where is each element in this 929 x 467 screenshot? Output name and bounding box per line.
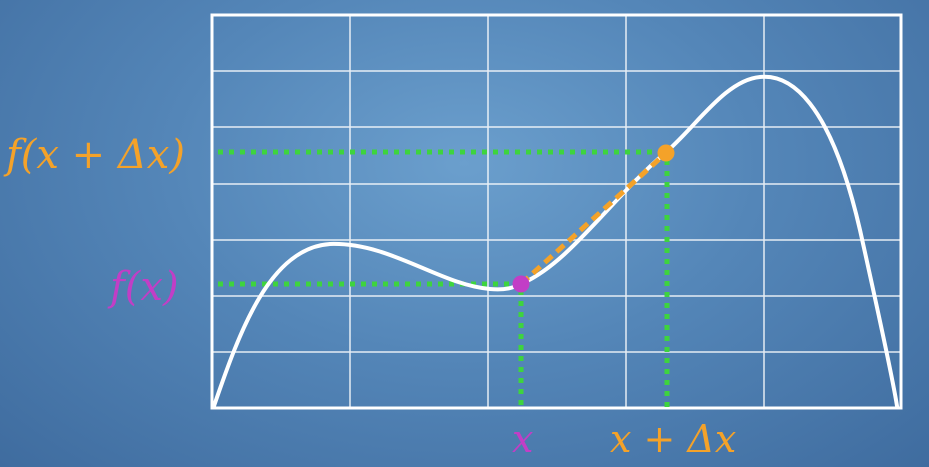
- point-x-plus-dx: [657, 144, 675, 162]
- plot-frame: [210, 13, 903, 410]
- grid: [212, 15, 901, 408]
- point-x: [512, 275, 530, 293]
- function-curve: [212, 74, 899, 408]
- guide-lines: [218, 149, 670, 410]
- label-f-x-plus-dx: f(x + Δx): [3, 132, 185, 178]
- secant-line: [519, 151, 668, 286]
- label-x-plus-dx: x + Δx: [610, 417, 736, 461]
- label-x: x: [512, 417, 533, 461]
- label-f-x: f(x): [107, 264, 179, 310]
